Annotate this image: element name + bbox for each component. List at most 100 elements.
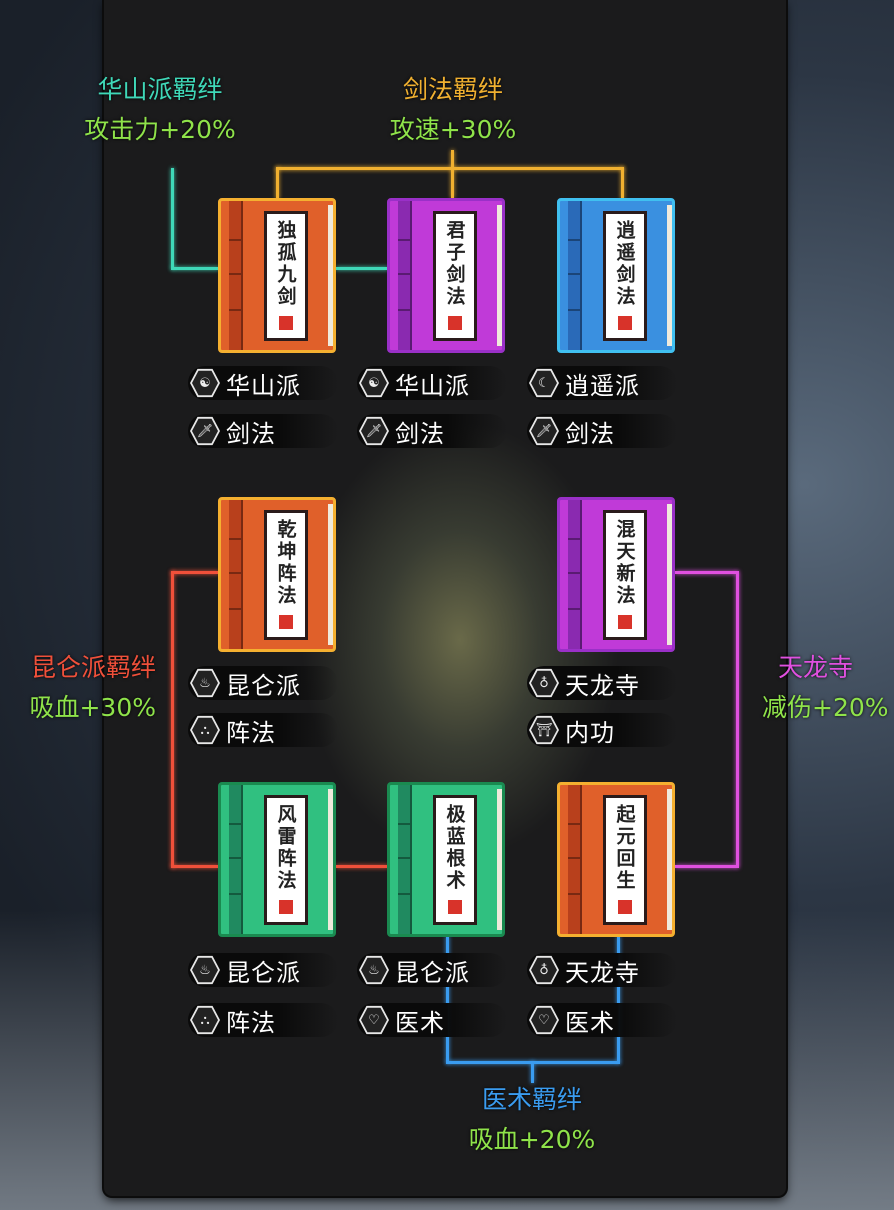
faction-label: 华山派 [395, 371, 470, 400]
book-spine [229, 785, 243, 934]
bond-effect: 攻击力+20% [84, 115, 236, 144]
meditation-icon: ⛩ [529, 715, 559, 745]
book-pages [497, 205, 502, 346]
type-label: 剑法 [565, 419, 615, 448]
bond-line [171, 168, 174, 269]
book-spine [398, 201, 412, 350]
book-pages [328, 205, 333, 346]
huashan-icon: ☯ [190, 368, 220, 398]
book-title-label: 起元回生 [603, 795, 647, 925]
type-tag: ⛬阵法 [188, 1003, 338, 1037]
skill-book[interactable]: 独孤九剑 [218, 198, 336, 353]
bond-line [736, 571, 739, 868]
book-title: 君子剑法 [443, 220, 466, 308]
book-spine [398, 785, 412, 934]
type-tag: 🗡剑法 [188, 414, 338, 448]
book-pages [328, 789, 333, 930]
bond-effect: 吸血+30% [29, 693, 156, 722]
book-title: 起元回生 [613, 804, 636, 892]
book-title-label: 混天新法 [603, 510, 647, 640]
bond-line [336, 267, 388, 270]
tianlong-icon: ♁ [529, 668, 559, 698]
skill-book[interactable]: 风雷阵法 [218, 782, 336, 937]
book-title-label: 君子剑法 [433, 211, 477, 341]
type-tag: ⛬阵法 [188, 713, 338, 747]
skill-book[interactable]: 起元回生 [557, 782, 675, 937]
type-label: 剑法 [226, 419, 276, 448]
book-spine [568, 785, 582, 934]
skill-book[interactable]: 乾坤阵法 [218, 497, 336, 652]
bond-line [617, 936, 620, 1063]
red-seal [448, 900, 462, 914]
sword-icon: 🗡 [359, 416, 389, 446]
bond-kunlun: 昆仑派羁绊 吸血+30% [0, 648, 156, 728]
type-label: 阵法 [226, 1008, 276, 1037]
type-label: 剑法 [395, 419, 445, 448]
huashan-icon: ☯ [359, 368, 389, 398]
bond-line [276, 167, 624, 170]
red-seal [279, 900, 293, 914]
book-pages [497, 789, 502, 930]
book-title-label: 乾坤阵法 [264, 510, 308, 640]
bond-tianlong: 天龙寺 减伤+20% [762, 648, 894, 728]
book-title: 极蓝根术 [443, 804, 466, 892]
book-title-label: 逍遥剑法 [603, 211, 647, 341]
book-spine [229, 201, 243, 350]
kunlun-icon: ♨ [190, 668, 220, 698]
bond-title: 天龙寺 [778, 653, 854, 682]
skill-book[interactable]: 混天新法 [557, 497, 675, 652]
skill-book[interactable]: 君子剑法 [387, 198, 505, 353]
sword-icon: 🗡 [190, 416, 220, 446]
type-label: 医术 [565, 1008, 615, 1037]
bond-line [675, 865, 737, 868]
book-pages [667, 205, 672, 346]
faction-label: 天龙寺 [565, 958, 640, 987]
book-title: 风雷阵法 [274, 804, 297, 892]
faction-tag: ☯华山派 [188, 366, 338, 400]
bond-line [336, 865, 388, 868]
faction-label: 昆仑派 [395, 958, 470, 987]
heart-icon: ♡ [529, 1005, 559, 1035]
bond-title: 医术羁绊 [481, 1085, 582, 1114]
faction-label: 逍遥派 [565, 371, 640, 400]
bond-line [675, 571, 737, 574]
skill-book[interactable]: 逍遥剑法 [557, 198, 675, 353]
bond-line [531, 1061, 534, 1083]
bond-line [171, 267, 219, 270]
bond-line [171, 571, 219, 574]
book-title-label: 风雷阵法 [264, 795, 308, 925]
red-seal [618, 615, 632, 629]
red-seal [618, 900, 632, 914]
red-seal [279, 615, 293, 629]
bond-title: 剑法羁绊 [402, 75, 503, 104]
bond-line [171, 571, 174, 868]
faction-label: 昆仑派 [226, 958, 301, 987]
bond-effect: 吸血+20% [468, 1125, 596, 1154]
book-pages [328, 504, 333, 645]
faction-label: 华山派 [226, 371, 301, 400]
faction-tag: ♨昆仑派 [188, 666, 338, 700]
xiaoyao-icon: ☾ [529, 368, 559, 398]
kunlun-icon: ♨ [359, 955, 389, 985]
bond-line [446, 936, 449, 1063]
bond-line [451, 150, 454, 198]
book-pages [667, 504, 672, 645]
bond-effect: 减伤+20% [762, 693, 889, 722]
faction-tag: ☾逍遥派 [527, 366, 677, 400]
book-spine [568, 500, 582, 649]
book-title: 独孤九剑 [274, 220, 297, 308]
book-title: 乾坤阵法 [274, 519, 297, 607]
skill-book[interactable]: 极蓝根术 [387, 782, 505, 937]
book-spine [229, 500, 243, 649]
tianlong-icon: ♁ [529, 955, 559, 985]
faction-label: 昆仑派 [226, 671, 301, 700]
book-spine [568, 201, 582, 350]
red-seal [448, 316, 462, 330]
type-label: 阵法 [226, 718, 276, 747]
red-seal [618, 316, 632, 330]
type-tag: ♡医术 [357, 1003, 507, 1037]
bond-jianfa: 剑法羁绊 攻速+30% [353, 70, 553, 150]
bond-title: 华山派羁绊 [97, 75, 223, 104]
type-tag: ⛩内功 [527, 713, 677, 747]
red-seal [279, 316, 293, 330]
